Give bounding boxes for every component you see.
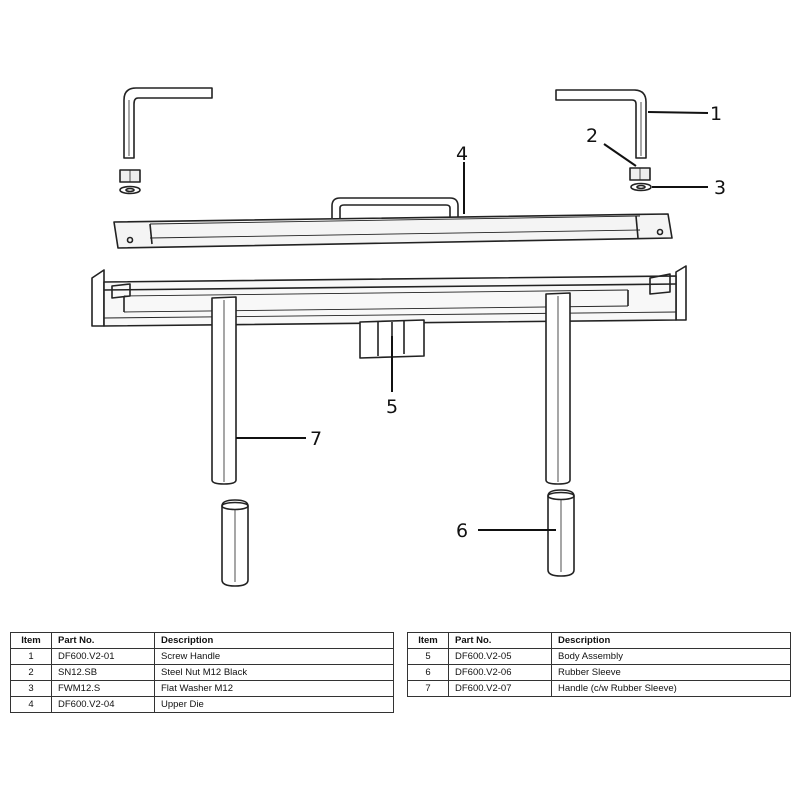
leader-line-1 <box>647 111 709 114</box>
callout-5: 5 <box>386 396 398 418</box>
table-row: 7 DF600.V2-07 Handle (c/w Rubber Sleeve) <box>407 680 791 697</box>
callout-7: 7 <box>310 428 322 450</box>
cell-part-no: SN12.SB <box>51 664 155 681</box>
cell-part-no: FWM12.S <box>51 680 155 697</box>
flat-washer-left <box>119 185 141 195</box>
table-row: 3 FWM12.S Flat Washer M12 <box>10 680 394 697</box>
parts-table-right: Item Part No. Description 5 DF600.V2-05 … <box>407 632 791 697</box>
cell-item: 5 <box>407 648 449 665</box>
screw-handle-right[interactable] <box>555 89 647 159</box>
header-item: Item <box>407 632 449 649</box>
callout-1: 1 <box>710 103 722 125</box>
table-header-row: Item Part No. Description <box>10 632 394 649</box>
callout-3: 3 <box>714 177 726 199</box>
header-part-no: Part No. <box>51 632 155 649</box>
cell-item: 3 <box>10 680 52 697</box>
table-row: 5 DF600.V2-05 Body Assembly <box>407 648 791 665</box>
steel-nut-right <box>629 167 651 181</box>
flat-washer-right <box>630 182 652 192</box>
cell-item: 4 <box>10 696 52 713</box>
table-header-row: Item Part No. Description <box>407 632 791 649</box>
screw-handle-left <box>123 87 213 159</box>
cell-part-no: DF600.V2-01 <box>51 648 155 665</box>
cell-item: 1 <box>10 648 52 665</box>
cell-description: Screw Handle <box>154 648 394 665</box>
cell-item: 7 <box>407 680 449 697</box>
cell-description: Steel Nut M12 Black <box>154 664 394 681</box>
callout-2: 2 <box>586 125 598 147</box>
handle-right[interactable] <box>545 292 571 485</box>
callout-4: 4 <box>456 143 468 165</box>
table-row: 1 DF600.V2-01 Screw Handle <box>10 648 394 665</box>
exploded-parts-diagram: 1 2 3 4 5 6 7 <box>91 87 726 587</box>
cell-description: Body Assembly <box>551 648 791 665</box>
table-row: 2 SN12.SB Steel Nut M12 Black <box>10 664 394 681</box>
cell-part-no: DF600.V2-06 <box>448 664 552 681</box>
header-part-no: Part No. <box>448 632 552 649</box>
cell-description: Handle (c/w Rubber Sleeve) <box>551 680 791 697</box>
header-description: Description <box>551 632 791 649</box>
callout-6: 6 <box>456 520 468 542</box>
steel-nut-left <box>119 169 141 183</box>
table-row: 4 DF600.V2-04 Upper Die <box>10 696 394 713</box>
upper-die <box>113 197 673 249</box>
cell-item: 2 <box>10 664 52 681</box>
header-item: Item <box>10 632 52 649</box>
handle-left[interactable] <box>211 296 237 485</box>
rubber-sleeve-left <box>221 499 249 587</box>
parts-table-left: Item Part No. Description 1 DF600.V2-01 … <box>10 632 394 713</box>
rubber-sleeve-right <box>547 489 575 577</box>
cell-description: Flat Washer M12 <box>154 680 394 697</box>
table-row: 6 DF600.V2-06 Rubber Sleeve <box>407 664 791 681</box>
header-description: Description <box>154 632 394 649</box>
cell-description: Rubber Sleeve <box>551 664 791 681</box>
body-assembly <box>91 265 687 359</box>
cell-description: Upper Die <box>154 696 394 713</box>
cell-part-no: DF600.V2-05 <box>448 648 552 665</box>
leader-line-2 <box>603 143 637 167</box>
cell-item: 6 <box>407 664 449 681</box>
cell-part-no: DF600.V2-07 <box>448 680 552 697</box>
cell-part-no: DF600.V2-04 <box>51 696 155 713</box>
